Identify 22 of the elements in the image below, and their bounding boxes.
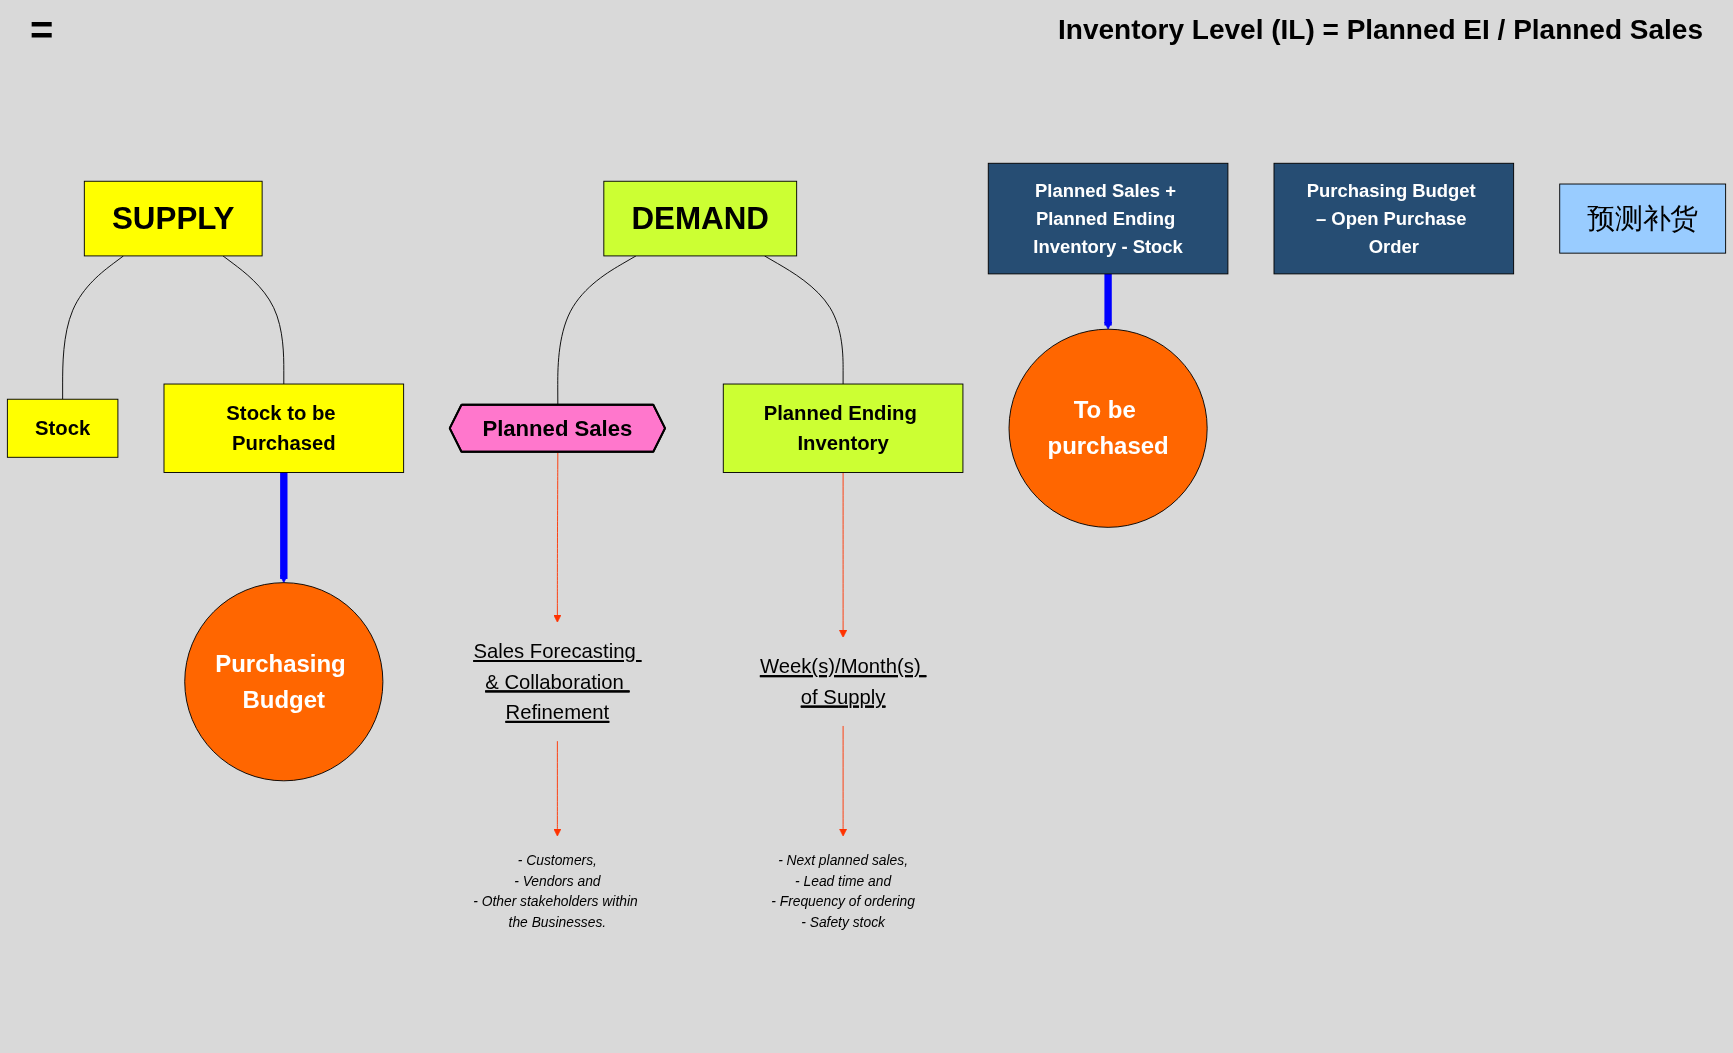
connector <box>62 255 124 400</box>
arrow <box>1104 273 1113 330</box>
connector <box>222 255 285 385</box>
node-box: Planned Ending Inventory <box>722 383 964 473</box>
node-box: Purchasing Budget – Open Purchase Order <box>1273 162 1515 275</box>
node-box: 预测补货 <box>1559 183 1727 254</box>
node-box: Stock to be Purchased <box>163 383 405 473</box>
connector <box>764 255 844 385</box>
node-box: Stock <box>6 398 119 458</box>
node-text: - Customers, - Vendors and - Other stakeholders within the Businesses. <box>473 851 638 930</box>
node-circle: To be purchased <box>1008 328 1208 528</box>
node-text: Week(s)/Month(s) of Supply <box>759 655 921 709</box>
arrow <box>279 472 288 583</box>
node-text: Sales Forecasting & Collaboration Refinement <box>473 639 636 724</box>
node-circle: Purchasing Budget <box>184 582 384 782</box>
node-box: DEMAND <box>603 180 798 257</box>
node-text: - Next planned sales, - Lead time and - Frequency of ordering - Safety stock <box>771 851 915 930</box>
equals-sign: = <box>30 7 54 52</box>
node-box: SUPPLY <box>83 180 263 257</box>
node-box: Planned Sales + Planned Ending Inventory - Stock <box>987 162 1229 275</box>
connector <box>557 255 637 406</box>
title: Inventory Level (IL) = Planned EI / Planned Sales <box>1058 14 1703 46</box>
